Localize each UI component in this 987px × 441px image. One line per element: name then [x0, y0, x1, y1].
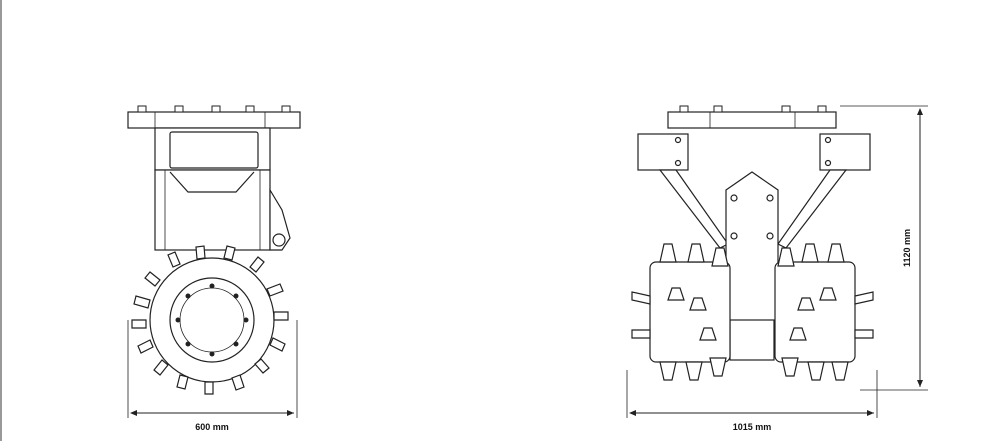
hub-bolts [175, 283, 249, 357]
side-width-label: 600 mm [195, 422, 229, 432]
front-height-label: 1120 mm [902, 229, 912, 267]
front-view: 1015 mm 1120 mm [626, 105, 928, 432]
front-teeth-left [631, 243, 729, 381]
front-plate-bolts [679, 105, 827, 113]
front-teeth-right [777, 243, 874, 381]
front-width-label: 1015 mm [733, 422, 772, 432]
left-drum [649, 261, 731, 363]
plate-bolts [137, 105, 291, 113]
right-drum [774, 261, 856, 363]
rotor-hub [169, 277, 255, 363]
side-teeth [131, 245, 289, 395]
side-view: 600 mm [127, 105, 301, 432]
